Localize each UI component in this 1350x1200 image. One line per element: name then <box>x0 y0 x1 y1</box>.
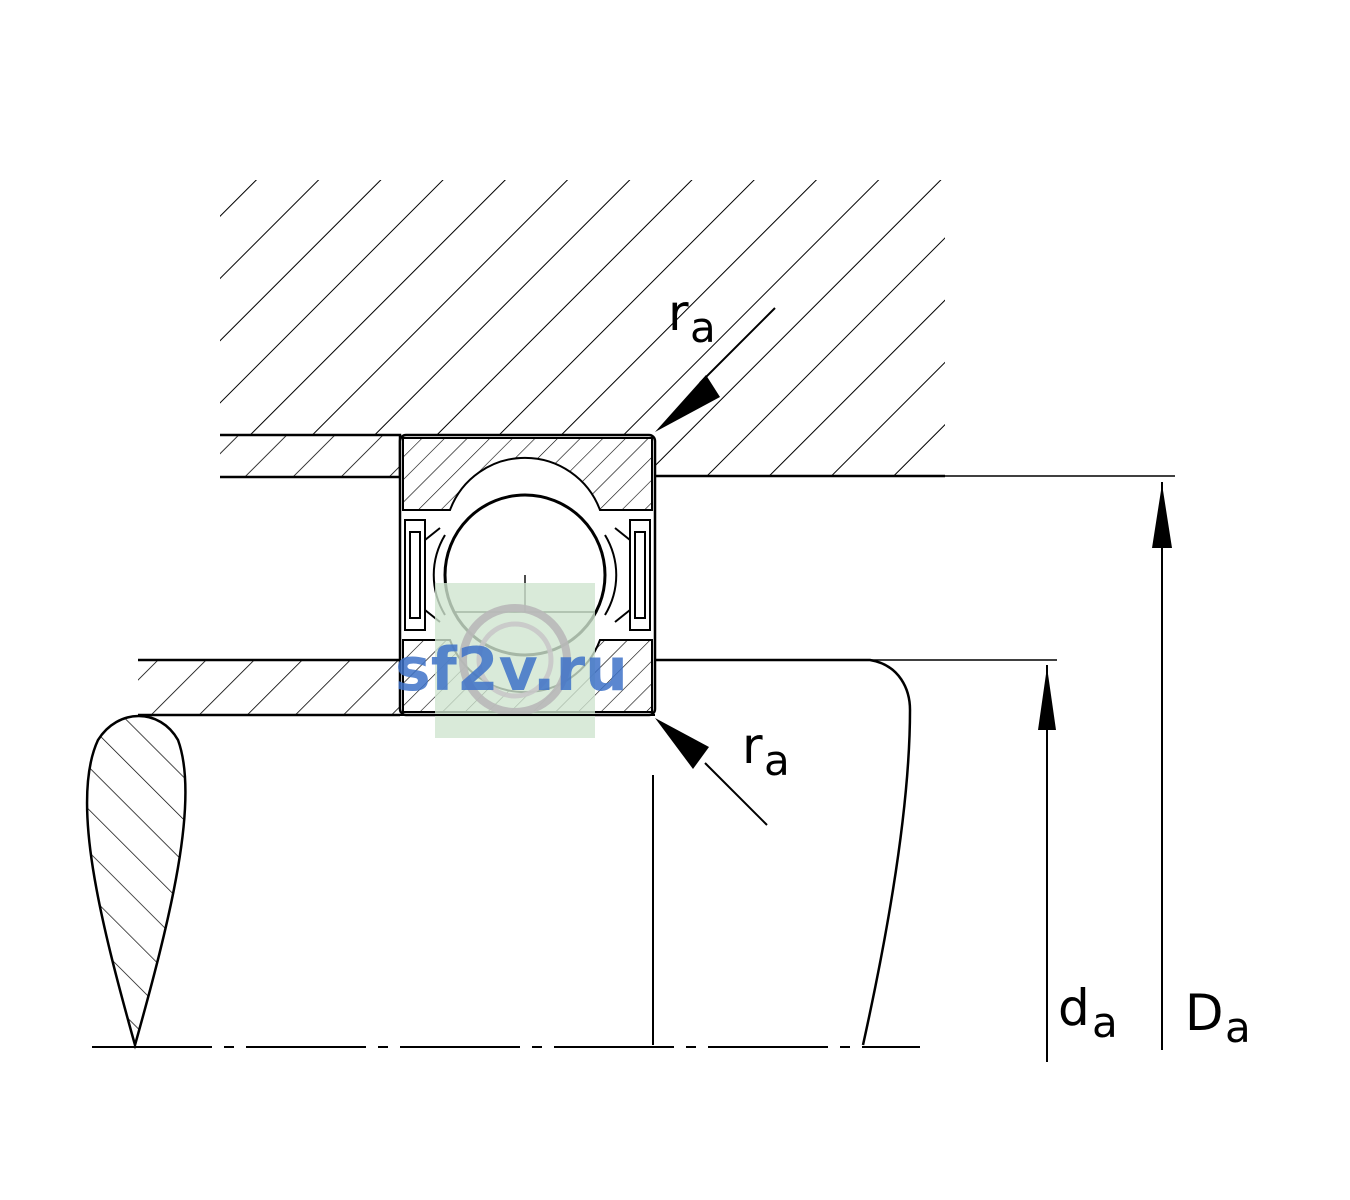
label-Da: D a <box>1185 984 1251 1052</box>
svg-text:a: a <box>690 303 716 352</box>
watermark: sf2v.ru <box>395 583 628 738</box>
label-ra-top: r a <box>668 284 716 352</box>
shaft-shoulder <box>138 658 400 717</box>
outer-ring <box>402 437 653 511</box>
label-da: d a <box>1058 979 1118 1047</box>
dimension-Da <box>945 475 1175 1050</box>
svg-text:a: a <box>764 736 790 785</box>
watermark-text: sf2v.ru <box>395 635 628 705</box>
housing <box>220 180 945 479</box>
svg-text:D: D <box>1185 984 1224 1042</box>
center-axis <box>92 775 920 1048</box>
radius-leader-top <box>655 307 776 432</box>
svg-text:r: r <box>742 717 763 775</box>
shaft-outline <box>138 658 912 1046</box>
svg-text:a: a <box>1092 998 1118 1047</box>
svg-text:d: d <box>1058 979 1090 1037</box>
label-ra-bottom: r a <box>742 717 790 785</box>
radius-leader-bottom <box>655 718 768 826</box>
dimension-da <box>655 659 1057 1062</box>
right-seal <box>614 519 651 631</box>
svg-text:a: a <box>1225 1003 1251 1052</box>
svg-text:r: r <box>668 284 689 342</box>
shaft-section <box>85 714 187 1050</box>
